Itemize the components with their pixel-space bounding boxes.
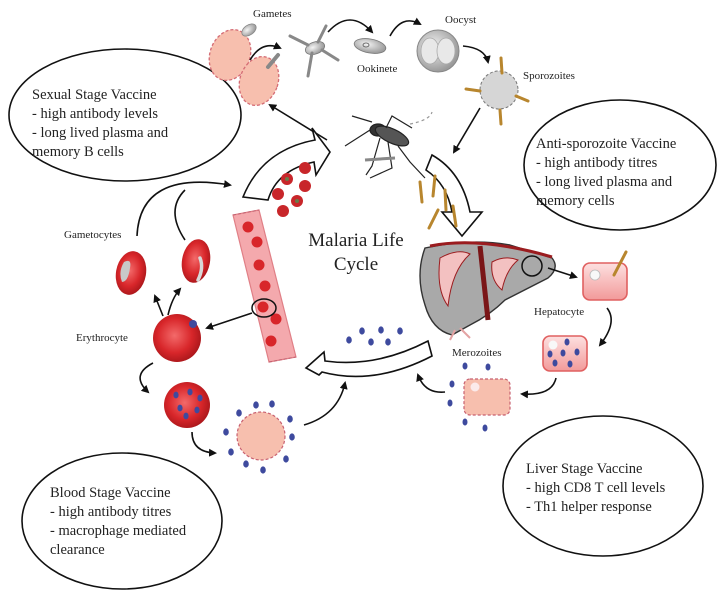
callout-line: - high antibody levels — [32, 106, 158, 122]
ookinete-illustration — [353, 38, 387, 54]
liver-illustration — [419, 241, 556, 341]
liver-stage-vaccine-callout: Liver Stage Vaccine - high CD8 T cell le… — [502, 415, 704, 557]
callout-line: clearance — [50, 542, 105, 558]
ookinete-nucleus — [362, 42, 370, 48]
label-gametes: Gametes — [253, 8, 291, 20]
gametes-illustration — [288, 24, 340, 78]
highlighted-rbc-circle — [251, 298, 277, 318]
merozoite-release-blood — [223, 400, 295, 474]
arrow-erythrocyte-to-schizont — [139, 362, 154, 394]
gamete-flagellum — [266, 53, 280, 69]
callout-line: - long lived plasma and — [536, 174, 673, 190]
arrow-to-oocyst — [389, 17, 422, 37]
label-erythrocyte: Erythrocyte — [76, 332, 128, 344]
arrow-schizont-to-rupture — [191, 431, 217, 457]
callout-line: - high CD8 T cell levels — [526, 480, 666, 496]
callout-line: memory B cells — [32, 144, 124, 160]
callout-line: - long lived plasma and — [32, 125, 169, 141]
callout-ellipse — [21, 452, 223, 590]
label-ookinete: Ookinete — [357, 63, 397, 75]
arrow-to-schizont — [598, 307, 612, 347]
label-gametocytes: Gametocytes — [64, 229, 121, 241]
sexual-stage-vaccine-callout: Sexual Stage Vaccine - high antibody lev… — [8, 48, 242, 182]
callout-line: - high antibody titres — [50, 504, 172, 520]
arrow-gametocytes-to-mosquito — [136, 180, 232, 237]
blood-schizont — [164, 382, 210, 428]
arrow-liver-to-hepatocyte — [547, 267, 578, 279]
callout-title: Sexual Stage Vaccine — [32, 87, 157, 103]
hepatocyte-infected — [582, 250, 628, 301]
big-arrow-to-liver — [425, 153, 484, 238]
arrow-sporozoites-to-host — [452, 107, 481, 154]
callout-title: Anti-sporozoite Vaccine — [536, 136, 676, 152]
big-arrow-blood-to-mosquito — [241, 127, 331, 201]
callout-ellipse — [523, 99, 717, 231]
arrow-to-gametes — [249, 41, 282, 61]
liver-zoom-circle — [521, 255, 543, 277]
arrow-merozoites-reinvade — [303, 381, 348, 426]
label-merozoites: Merozoites — [452, 347, 501, 359]
label-sporozoites: Sporozoites — [523, 70, 575, 82]
blood-vessel — [232, 209, 297, 363]
callout-line: - high antibody titres — [536, 155, 658, 171]
arrow-vessel-to-erythrocyte — [205, 312, 253, 330]
mosquito-illustration — [344, 111, 433, 179]
arrow-erythrocyte-to-gametocyte-2 — [167, 287, 182, 316]
infected-rbc-cluster — [272, 162, 311, 217]
diagram-title-line2: Cycle — [334, 254, 378, 275]
arrow-gametocyte-connector — [174, 189, 186, 241]
gametocyte-cells-top — [208, 23, 280, 107]
sporozoites-in-blood — [418, 174, 458, 230]
erythrocyte-infected — [153, 314, 201, 362]
arrow-merozoites-to-blood — [416, 373, 446, 393]
pink-cell — [238, 55, 280, 107]
arrow-to-ookinete — [327, 19, 374, 34]
callout-line: - macrophage mediated — [50, 523, 187, 539]
arrow-erythrocyte-to-gametocyte-1 — [153, 294, 164, 317]
gametocyte-rbc-2 — [181, 239, 211, 283]
sporozoite-release-illustration — [464, 56, 530, 126]
callout-line: - Th1 helper response — [526, 499, 652, 515]
arrow-to-mosquito-stage — [268, 103, 328, 141]
gametocyte-rbc-1 — [115, 251, 147, 295]
label-oocyst: Oocyst — [445, 14, 476, 26]
callout-ellipse — [8, 48, 242, 182]
merozoites-free — [346, 326, 403, 346]
merozoite-release-liver — [447, 362, 511, 432]
big-arrow-liver-to-blood — [304, 339, 433, 378]
callout-ellipse — [502, 415, 704, 557]
callout-title: Blood Stage Vaccine — [50, 485, 171, 501]
pink-cell — [208, 28, 252, 82]
liver-schizont — [542, 335, 588, 372]
arrow-to-merozoite-release — [520, 377, 557, 399]
oocyst-illustration — [416, 29, 460, 73]
callout-line: memory cells — [536, 193, 615, 209]
blood-stage-vaccine-callout: Blood Stage Vaccine - high antibody titr… — [21, 452, 223, 590]
callout-title: Liver Stage Vaccine — [526, 461, 643, 477]
gamete-body — [241, 23, 257, 37]
diagram-title-line1: Malaria Life — [308, 230, 403, 251]
arrow-to-sporozoites — [462, 45, 491, 64]
label-hepatocyte: Hepatocyte — [534, 306, 584, 318]
anti-sporozoite-vaccine-callout: Anti-sporozoite Vaccine - high antibody … — [523, 99, 717, 231]
